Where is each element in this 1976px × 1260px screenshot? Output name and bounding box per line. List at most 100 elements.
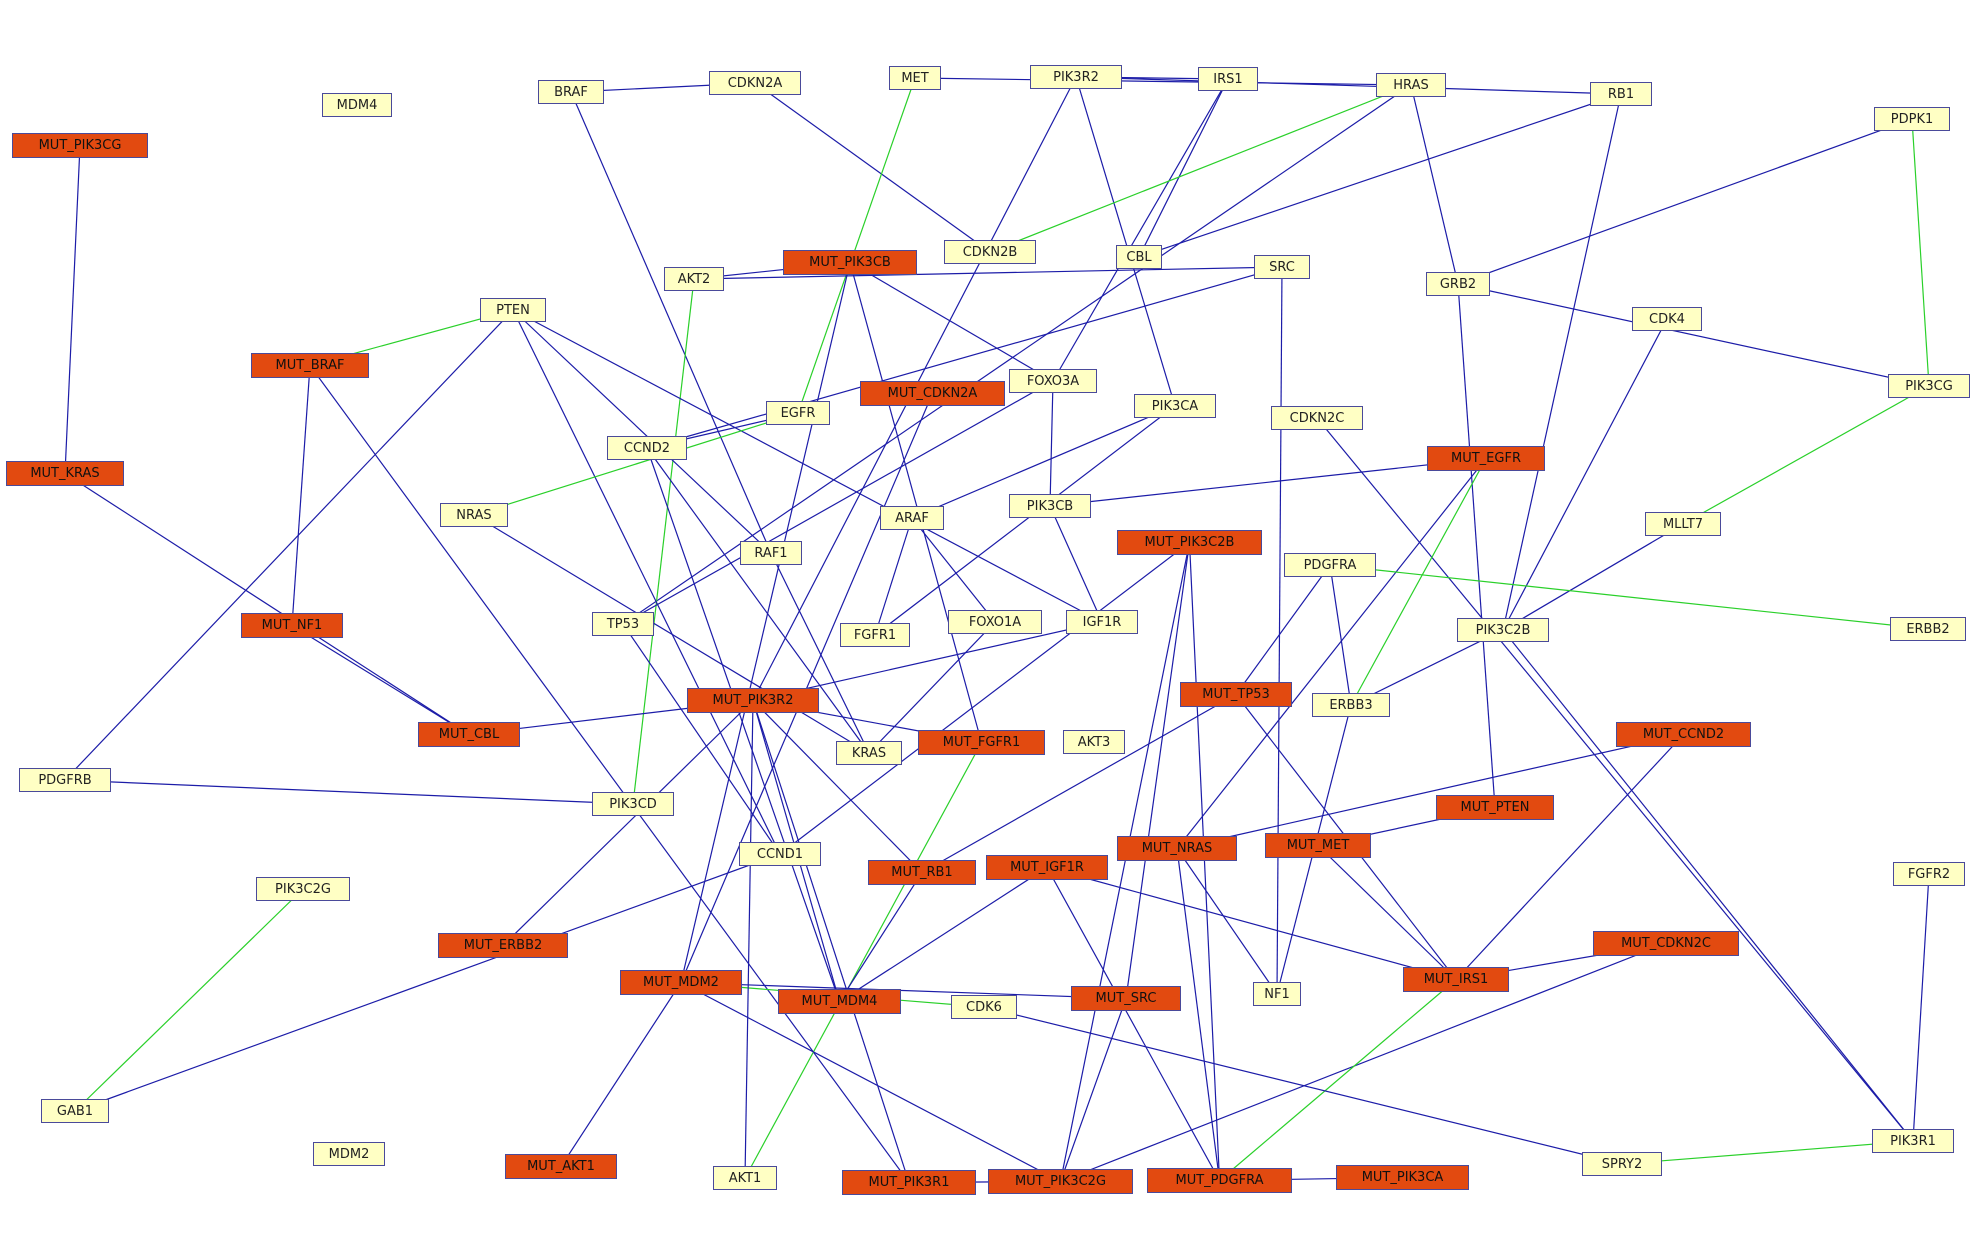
- node-mut-braf[interactable]: MUT_BRAF: [251, 353, 369, 378]
- node-mut-cbl[interactable]: MUT_CBL: [418, 722, 520, 747]
- edge-cdkn2c-to-pik3r1: [1316, 417, 1914, 1142]
- node-mdm2[interactable]: MDM2: [313, 1142, 385, 1166]
- node-irs1[interactable]: IRS1: [1198, 67, 1258, 91]
- node-mut-pik3c2g[interactable]: MUT_PIK3C2G: [988, 1169, 1133, 1194]
- edge-pten-to-igf1r: [512, 309, 1103, 623]
- node-mut-pdgfra[interactable]: MUT_PDGFRA: [1147, 1168, 1292, 1193]
- node-mut-rb1[interactable]: MUT_RB1: [868, 860, 976, 885]
- node-foxo1a[interactable]: FOXO1A: [948, 610, 1042, 634]
- node-gab1[interactable]: GAB1: [41, 1099, 109, 1123]
- node-mut-pik3cg[interactable]: MUT_PIK3CG: [12, 133, 148, 158]
- node-cdkn2c[interactable]: CDKN2C: [1271, 406, 1363, 430]
- edge-mut-src-to-mut-pik3c2g: [1059, 998, 1127, 1182]
- edge-pik3c2b-to-pik3r1: [1502, 629, 1914, 1142]
- node-nras[interactable]: NRAS: [440, 503, 508, 527]
- node-pten[interactable]: PTEN: [480, 298, 546, 322]
- node-mut-nf1[interactable]: MUT_NF1: [241, 613, 343, 638]
- edge-igf1r-to-mut-pik3r2: [752, 621, 1103, 702]
- edge-nf1-to-mut-nras: [1176, 848, 1278, 995]
- node-mut-irs1[interactable]: MUT_IRS1: [1403, 967, 1509, 992]
- node-mut-akt1[interactable]: MUT_AKT1: [505, 1154, 617, 1179]
- node-met[interactable]: MET: [889, 66, 941, 90]
- node-mut-kras[interactable]: MUT_KRAS: [6, 461, 124, 486]
- node-mut-pik3c2b[interactable]: MUT_PIK3C2B: [1117, 530, 1262, 555]
- node-cdk4[interactable]: CDK4: [1632, 307, 1702, 331]
- node-pik3cb[interactable]: PIK3CB: [1009, 494, 1091, 518]
- node-pik3r1[interactable]: PIK3R1: [1872, 1129, 1954, 1153]
- edge-mut-tp53-to-mut-rb1: [921, 693, 1237, 874]
- node-akt2[interactable]: AKT2: [664, 267, 724, 291]
- node-spry2[interactable]: SPRY2: [1582, 1152, 1662, 1176]
- node-fgfr2[interactable]: FGFR2: [1893, 862, 1965, 886]
- node-mut-mdm4[interactable]: MUT_MDM4: [778, 989, 901, 1014]
- node-braf[interactable]: BRAF: [538, 80, 604, 104]
- node-pdpk1[interactable]: PDPK1: [1874, 107, 1950, 131]
- node-akt3[interactable]: AKT3: [1063, 730, 1125, 754]
- edge-braf-to-raf1: [570, 91, 772, 554]
- node-kras[interactable]: KRAS: [836, 741, 902, 765]
- node-src[interactable]: SRC: [1254, 255, 1310, 279]
- node-mut-cdkn2c[interactable]: MUT_CDKN2C: [1593, 931, 1739, 956]
- node-erbb3[interactable]: ERBB3: [1312, 693, 1390, 717]
- node-foxo3a[interactable]: FOXO3A: [1009, 369, 1097, 393]
- node-raf1[interactable]: RAF1: [740, 541, 802, 565]
- node-pdgfra[interactable]: PDGFRA: [1284, 553, 1376, 577]
- node-mut-igf1r[interactable]: MUT_IGF1R: [986, 855, 1108, 880]
- node-mut-nras[interactable]: MUT_NRAS: [1117, 836, 1237, 861]
- edge-cdkn2a-to-cdkn2b: [754, 82, 991, 253]
- node-mut-pik3r2[interactable]: MUT_PIK3R2: [687, 688, 819, 713]
- edge-tp53-to-ccnd1: [622, 623, 781, 855]
- node-mut-cdkn2a[interactable]: MUT_CDKN2A: [860, 381, 1005, 406]
- node-cdkn2a[interactable]: CDKN2A: [709, 71, 801, 95]
- edge-pdgfra-to-mut-tp53: [1235, 564, 1331, 695]
- node-erbb2[interactable]: ERBB2: [1890, 617, 1966, 641]
- node-grb2[interactable]: GRB2: [1426, 272, 1490, 296]
- node-tp53[interactable]: TP53: [592, 612, 654, 636]
- node-ccnd1[interactable]: CCND1: [739, 842, 821, 866]
- edge-foxo3a-to-tp53: [622, 380, 1054, 625]
- node-mut-ccnd2[interactable]: MUT_CCND2: [1616, 722, 1751, 747]
- node-fgfr1[interactable]: FGFR1: [840, 623, 910, 647]
- edge-mut-kras-to-mut-cbl: [64, 472, 470, 736]
- edge-akt2-to-src: [693, 266, 1283, 280]
- edge-src-to-nf1: [1276, 266, 1283, 995]
- node-pik3cd[interactable]: PIK3CD: [592, 792, 674, 816]
- node-mllt7[interactable]: MLLT7: [1645, 512, 1721, 536]
- node-igf1r[interactable]: IGF1R: [1066, 610, 1138, 634]
- node-rb1[interactable]: RB1: [1590, 82, 1652, 106]
- edge-mut-braf-to-mut-nf1: [291, 365, 311, 626]
- node-pik3r2[interactable]: PIK3R2: [1030, 65, 1122, 89]
- node-mut-egfr[interactable]: MUT_EGFR: [1427, 446, 1545, 471]
- node-mut-pik3ca[interactable]: MUT_PIK3CA: [1336, 1165, 1469, 1190]
- edge-foxo1a-to-kras: [868, 621, 996, 754]
- node-mut-pik3r1[interactable]: MUT_PIK3R1: [842, 1170, 976, 1195]
- node-mut-tp53[interactable]: MUT_TP53: [1180, 682, 1292, 707]
- node-mut-fgfr1[interactable]: MUT_FGFR1: [918, 730, 1045, 755]
- node-egfr[interactable]: EGFR: [766, 401, 830, 425]
- node-cbl[interactable]: CBL: [1116, 245, 1162, 269]
- node-hras[interactable]: HRAS: [1376, 73, 1446, 97]
- node-mut-met[interactable]: MUT_MET: [1265, 833, 1371, 858]
- node-cdkn2b[interactable]: CDKN2B: [944, 240, 1036, 264]
- node-mut-pik3cb[interactable]: MUT_PIK3CB: [783, 250, 917, 275]
- node-mut-erbb2[interactable]: MUT_ERBB2: [438, 933, 568, 958]
- node-pik3ca[interactable]: PIK3CA: [1134, 394, 1216, 418]
- node-pik3cg[interactable]: PIK3CG: [1888, 374, 1970, 398]
- node-nf1[interactable]: NF1: [1253, 982, 1301, 1006]
- node-mdm4[interactable]: MDM4: [322, 93, 392, 117]
- edge-raf1-to-kras: [770, 552, 870, 754]
- edge-hras-to-grb2: [1410, 84, 1459, 285]
- node-araf[interactable]: ARAF: [880, 506, 944, 530]
- node-pik3c2g[interactable]: PIK3C2G: [256, 877, 350, 901]
- node-mut-src[interactable]: MUT_SRC: [1071, 986, 1181, 1011]
- edge-akt1-to-mut-pik3r2: [744, 700, 754, 1179]
- node-akt1[interactable]: AKT1: [713, 1166, 777, 1190]
- edge-met-to-hras: [914, 77, 1412, 86]
- edge-pik3r1-to-spry2: [1621, 1140, 1914, 1165]
- node-pik3c2b[interactable]: PIK3C2B: [1457, 618, 1549, 642]
- node-ccnd2[interactable]: CCND2: [607, 436, 687, 460]
- node-pdgfrb[interactable]: PDGFRB: [19, 768, 111, 792]
- node-mut-pten[interactable]: MUT_PTEN: [1436, 795, 1554, 820]
- node-cdk6[interactable]: CDK6: [951, 995, 1017, 1019]
- node-mut-mdm2[interactable]: MUT_MDM2: [620, 970, 742, 995]
